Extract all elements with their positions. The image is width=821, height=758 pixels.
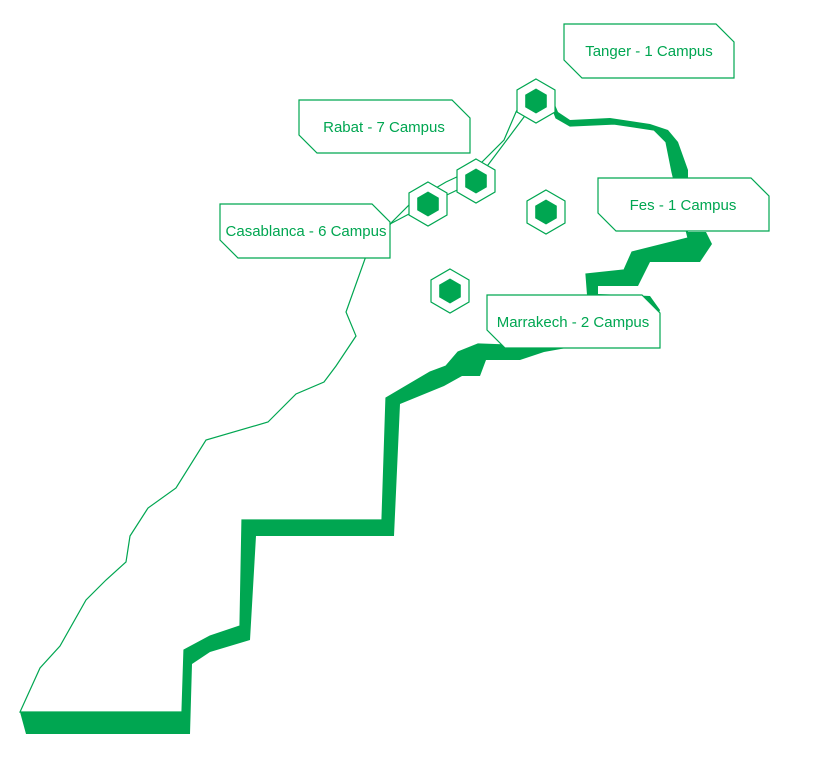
label-casablanca-text: Casablanca - 6 Campus bbox=[226, 223, 387, 240]
label-rabat-text: Rabat - 7 Campus bbox=[323, 119, 445, 136]
label-tanger[interactable]: Tanger - 1 Campus bbox=[563, 23, 735, 79]
label-rabat-box bbox=[298, 99, 471, 154]
hex-marker-marrakech[interactable] bbox=[430, 268, 470, 314]
hex-marker-casablanca[interactable] bbox=[408, 181, 448, 227]
country-outline bbox=[19, 83, 689, 713]
label-tanger-box bbox=[563, 23, 735, 79]
label-fes-box bbox=[597, 177, 770, 232]
label-rabat[interactable]: Rabat - 7 Campus bbox=[298, 99, 471, 154]
hex-marker-fes[interactable] bbox=[526, 189, 566, 235]
label-tanger-text: Tanger - 1 Campus bbox=[585, 43, 713, 60]
label-marrakech-box bbox=[486, 294, 661, 349]
label-casablanca[interactable]: Casablanca - 6 Campus bbox=[219, 203, 391, 259]
hex-marker-rabat[interactable] bbox=[456, 158, 496, 204]
label-marrakech[interactable]: Marrakech - 2 Campus bbox=[486, 294, 661, 349]
label-fes-text: Fes - 1 Campus bbox=[630, 197, 737, 214]
hex-marker-tanger[interactable] bbox=[516, 78, 556, 124]
label-marrakech-text: Marrakech - 2 Campus bbox=[497, 314, 650, 331]
label-casablanca-box bbox=[219, 203, 391, 259]
label-fes[interactable]: Fes - 1 Campus bbox=[597, 177, 770, 232]
